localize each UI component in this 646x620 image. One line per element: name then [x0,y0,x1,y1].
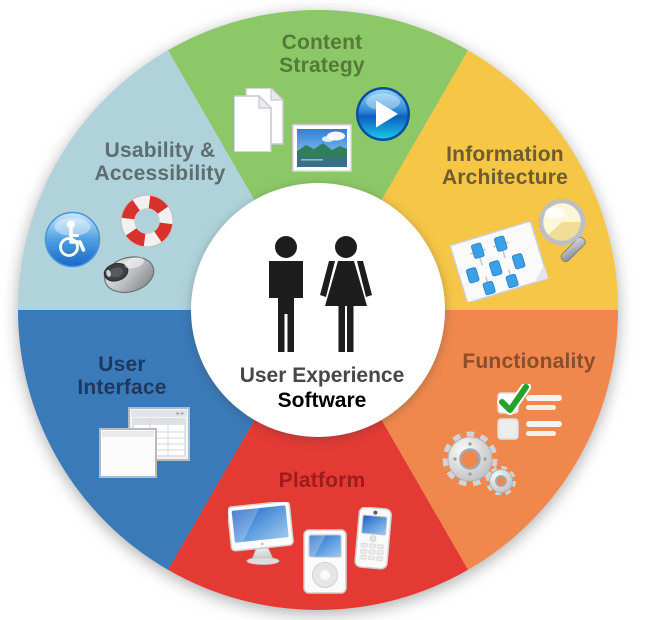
sitemap-icon [449,222,549,302]
gears-icon [442,427,516,495]
ipod-icon [302,529,348,595]
photo-icon [292,124,352,172]
imac-icon [228,502,296,566]
phone-icon [352,507,394,573]
segment-label-user-interface: User Interface [77,353,167,400]
center-subtitle: Software [277,389,367,412]
windows-icon [98,407,190,483]
man-figure-icon [264,236,308,354]
segment-label-functionality: Functionality [462,350,596,373]
segment-label-information-architecture: Information Architecture [441,143,569,190]
checklist-icon [496,384,566,442]
magnifier-icon [534,196,604,266]
segment-label-content-strategy: Content Strategy [279,31,365,78]
center-title: User Experience [239,364,405,387]
documents-icon [234,88,284,152]
segment-label-usability-accessibility: Usability & Accessibility [94,139,226,186]
center-circle [191,183,445,437]
mouse-icon [99,251,157,297]
accessibility-icon [44,211,101,268]
woman-figure-icon [314,236,378,354]
segment-label-platform: Platform [278,469,366,492]
lifesaver-icon [110,191,184,251]
play-button-icon [354,85,412,143]
